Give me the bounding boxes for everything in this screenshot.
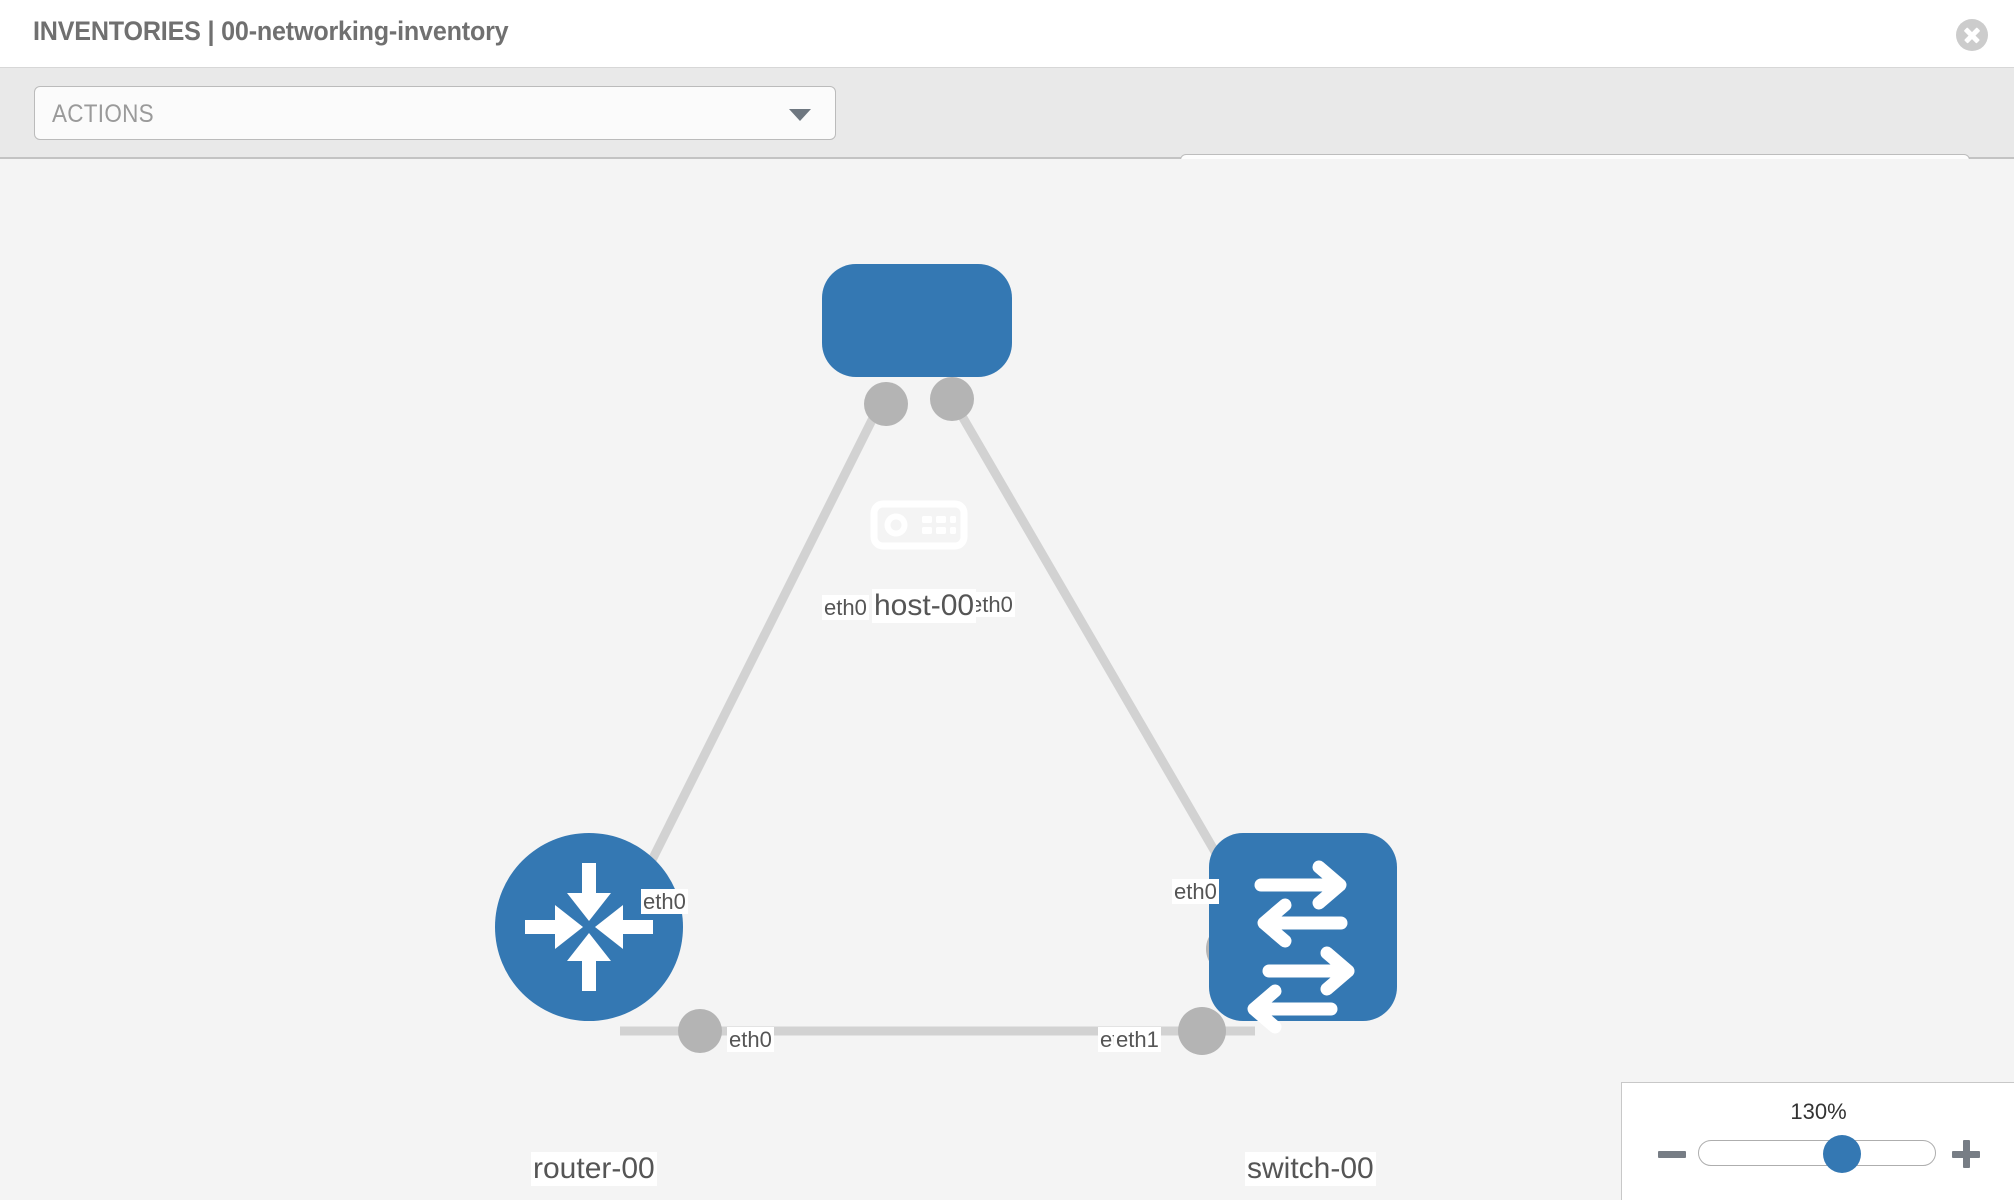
link-host00-switch00[interactable] [951, 401, 1236, 884]
minus-icon-bar [1658, 1151, 1686, 1158]
router-arrows-icon [525, 863, 653, 991]
connector-host00-right[interactable] [930, 377, 974, 421]
node-label-router-00: router-00 [531, 1152, 657, 1186]
interface-label-router00-eth0: eth0 [727, 1027, 774, 1053]
node-host-00[interactable] [822, 264, 1012, 550]
interface-label-switch00-eth1: eth1 [1114, 1027, 1161, 1053]
page-title: INVENTORIES | 00-networking-inventory [33, 16, 509, 46]
toolbar: ACTIONS [0, 68, 2014, 211]
minus-icon[interactable] [1658, 1140, 1686, 1168]
topology-graph [495, 264, 1397, 1055]
zoom-slider-thumb[interactable] [1822, 1135, 1861, 1173]
topology-canvas[interactable]: eth0 eth0 eth0 eth0 eth0 eth0 eth1 host-… [0, 159, 2014, 1200]
plus-icon[interactable] [1952, 1140, 1980, 1168]
server-icon [870, 500, 968, 550]
plus-icon-bar-v [1963, 1140, 1970, 1168]
node-label-switch-00: switch-00 [1245, 1152, 1376, 1186]
connector-switch00-left[interactable] [1178, 1007, 1226, 1055]
interface-label-router00-uplink: eth0 [641, 889, 688, 915]
link-host00-router00[interactable] [625, 401, 885, 907]
actions-dropdown-label: ACTIONS [52, 100, 154, 128]
connector-host00-left[interactable] [864, 382, 908, 426]
node-switch-00[interactable] [1209, 833, 1397, 1034]
close-icon[interactable] [1956, 19, 1988, 51]
page-header: INVENTORIES | 00-networking-inventory [0, 0, 2014, 68]
interface-label-host00-left: eth0 [822, 595, 869, 621]
topology-connectors [678, 377, 1258, 1055]
connector-router00-right[interactable] [678, 1009, 722, 1053]
zoom-percent-label: 130% [1790, 1099, 1847, 1124]
interface-label-switch00-uplink: eth0 [1172, 879, 1219, 905]
node-router-00[interactable] [495, 833, 683, 1021]
node-label-host-00: host-00 [872, 589, 977, 623]
chevron-down-icon [789, 109, 811, 121]
zoom-slider[interactable] [1698, 1135, 1936, 1173]
actions-dropdown[interactable]: ACTIONS [34, 86, 836, 140]
switch-arrows-icon [1247, 860, 1355, 1034]
topology-links [620, 401, 1255, 1036]
zoom-control-panel: 130% [1621, 1082, 2014, 1200]
